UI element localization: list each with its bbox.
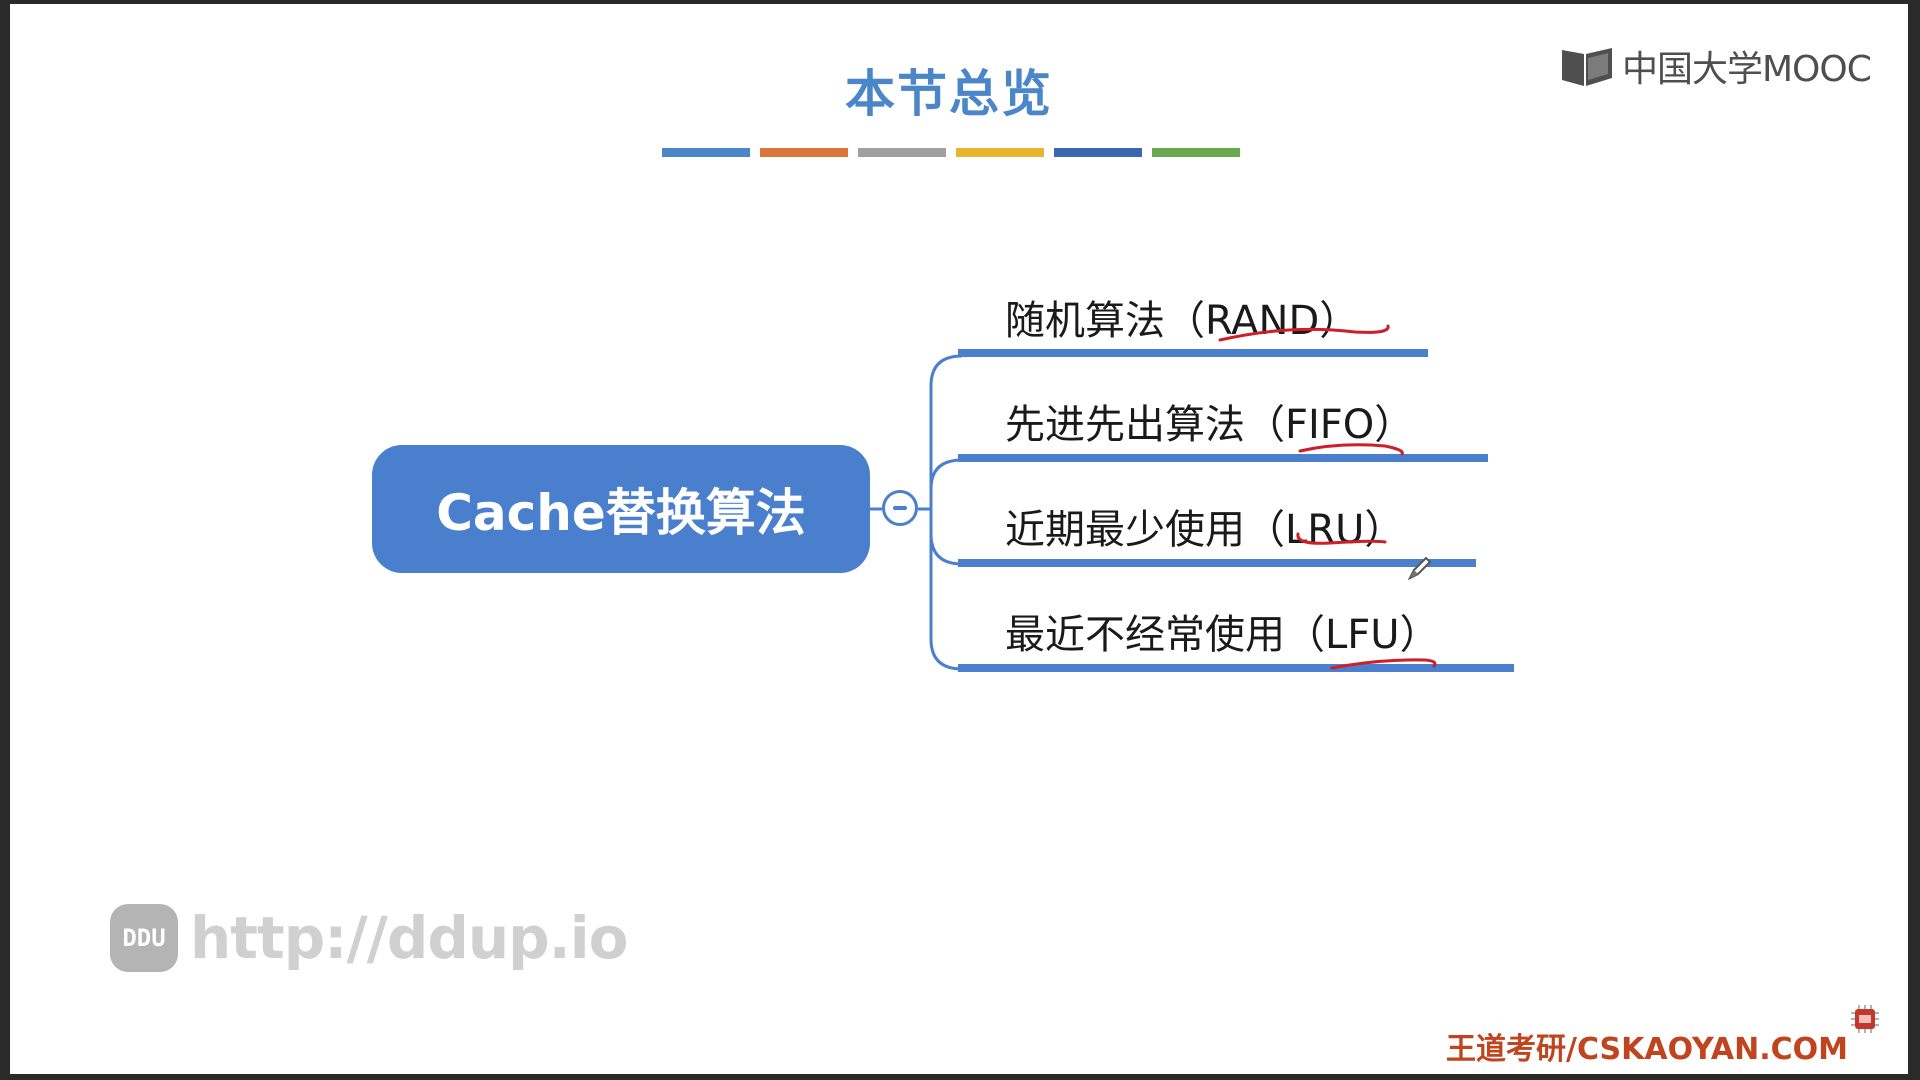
title-bar-segment	[956, 148, 1044, 157]
title-bar-segment	[1054, 148, 1142, 157]
mindmap-root-node[interactable]: Cache替换算法	[372, 445, 870, 573]
handwritten-annotations	[1218, 324, 1437, 670]
mindmap-connectors	[870, 354, 963, 671]
branch-label-lru[interactable]: 近期最少使用（LRU）	[1005, 507, 1405, 553]
ddu-logo: DDU	[110, 904, 178, 972]
branch-underline	[958, 349, 1428, 357]
mooc-logo: 中国大学MOOC	[1560, 44, 1872, 90]
slide-title: 本节总览	[845, 65, 1053, 123]
branch-underline	[958, 454, 1488, 462]
branch-label-fifo[interactable]: 先进先出算法（FIFO）	[1005, 402, 1415, 448]
title-bar-segment	[662, 148, 750, 157]
slide: 本节总览 中国大学MOOC Cache替换算法 随机算法（RAND） 先进先出算…	[10, 4, 1908, 1074]
branch-underline	[958, 664, 1514, 672]
branch-underline	[958, 559, 1476, 567]
pen-cursor-icon	[1407, 556, 1432, 581]
branch-label-lfu[interactable]: 最近不经常使用（LFU）	[1005, 612, 1440, 658]
book-icon	[1562, 48, 1612, 86]
ddu-watermark: DDU http://ddup.io	[110, 904, 628, 972]
title-bar-segment	[760, 148, 848, 157]
chip-icon	[1851, 1005, 1879, 1033]
ddu-url: http://ddup.io	[190, 904, 628, 972]
title-bar-segment	[1152, 148, 1240, 157]
mooc-logo-text: 中国大学MOOC	[1622, 49, 1872, 90]
branch-label-rand[interactable]: 随机算法（RAND）	[1005, 298, 1360, 344]
footer-brand: 王道考研/CSKAOYAN.COM	[1446, 1032, 1848, 1067]
title-bar-segment	[858, 148, 946, 157]
minus-circle-icon[interactable]	[882, 490, 918, 526]
